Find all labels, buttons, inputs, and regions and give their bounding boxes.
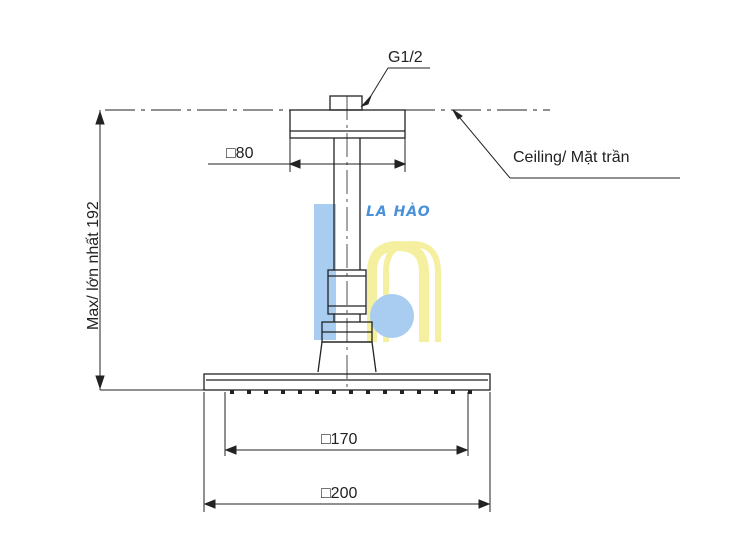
nozzle <box>230 390 234 394</box>
nozzle <box>383 390 387 394</box>
nozzle <box>468 390 472 394</box>
watermark-logo: LA HÀO <box>314 203 441 342</box>
logo-yellow-arch-2 <box>383 240 441 342</box>
nozzle <box>264 390 268 394</box>
nozzle <box>434 390 438 394</box>
nozzle <box>315 390 319 394</box>
nozzle-row <box>230 390 472 394</box>
nozzle <box>349 390 353 394</box>
nozzle <box>400 390 404 394</box>
thread-leader <box>360 67 430 108</box>
logo-blue-bar <box>314 204 336 340</box>
logo-text: LA HÀO <box>366 203 431 220</box>
nozzle <box>366 390 370 394</box>
thread-label: G1/2 <box>388 49 423 66</box>
inner-width-label: □170 <box>321 431 357 448</box>
logo-blue-circle <box>370 294 414 338</box>
outer-width-dimension <box>203 392 491 512</box>
nozzle <box>332 390 336 394</box>
flange-dimension <box>208 138 407 172</box>
nozzle <box>451 390 455 394</box>
thread-stub <box>329 95 363 111</box>
nozzle <box>298 390 302 394</box>
flange <box>289 109 406 139</box>
shower-plate <box>203 373 491 391</box>
inner-width-dimension <box>224 392 469 456</box>
outer-width-label: □200 <box>321 485 357 502</box>
height-dimension <box>95 110 204 391</box>
nozzle <box>417 390 421 394</box>
nozzle <box>281 390 285 394</box>
ceiling-leader <box>452 109 680 179</box>
ceiling-label: Ceiling/ Mặt trần <box>513 149 630 166</box>
flange-label: □80 <box>226 145 254 162</box>
nozzle <box>247 390 251 394</box>
height-label: Max/ lớn nhất 192 <box>85 201 102 330</box>
